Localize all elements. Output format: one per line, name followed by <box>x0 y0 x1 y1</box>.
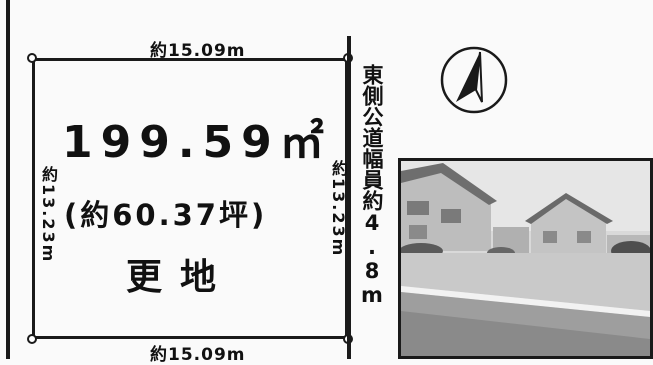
left-dimension-label: 約13.23m <box>39 166 58 264</box>
land-type-label: 更地 <box>126 257 235 298</box>
right-dimension-label: 約13.23m <box>329 160 348 258</box>
lot-area-sqm: 199.59㎡ <box>62 117 332 168</box>
lot-outline <box>32 58 348 339</box>
road-width-label: 東側公道幅員約4.8m <box>360 64 384 307</box>
north-arrow-icon <box>440 46 508 114</box>
left-border-line <box>6 0 10 359</box>
top-dimension-label: 約15.09m <box>150 41 246 61</box>
lot-corner-top-left <box>27 53 37 63</box>
bottom-dimension-label: 約15.09m <box>150 345 246 365</box>
lot-corner-bottom-left <box>27 334 37 344</box>
road-boundary-line <box>347 36 351 359</box>
site-photo <box>398 158 653 359</box>
site-photo-illustration <box>401 161 650 356</box>
lot-area-tsubo: (約60.37坪) <box>64 198 268 232</box>
